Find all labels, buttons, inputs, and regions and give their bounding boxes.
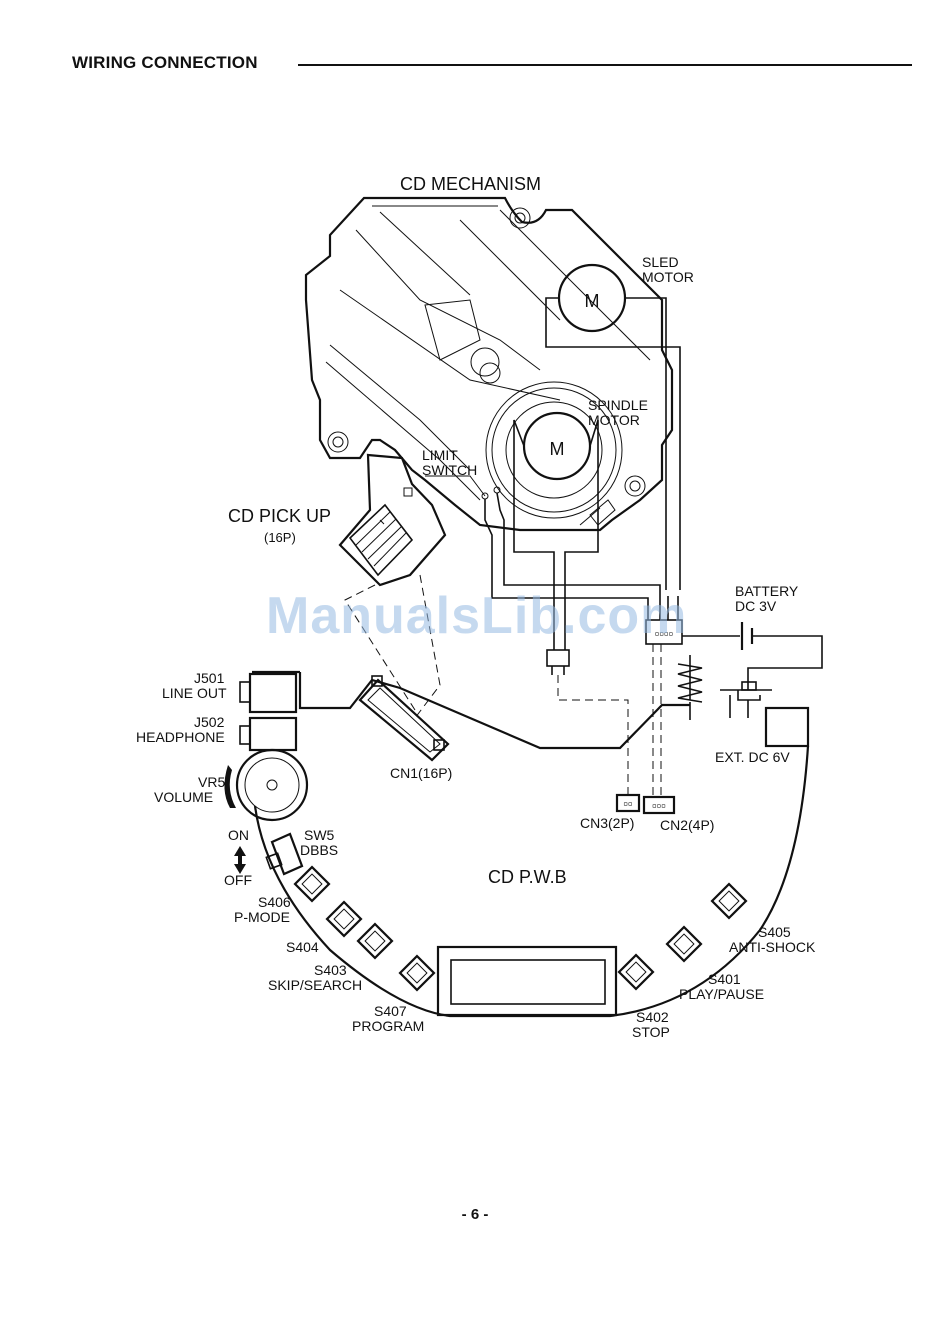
- cn2-plug: ▫▫▫▫: [645, 596, 683, 795]
- on-label: ON: [228, 827, 249, 843]
- vr5-volume-knob: [224, 748, 309, 822]
- s401-play-pause-button[interactable]: [665, 925, 703, 963]
- svg-text:▫▫▫: ▫▫▫: [652, 798, 666, 813]
- spindle-motor-symbol: M: [550, 439, 565, 459]
- cd-mechanism: [304, 196, 674, 532]
- sled-motor-label-1: SLED: [642, 254, 679, 270]
- limit-switch-label-1: LIMIT: [422, 447, 458, 463]
- spindle-motor-label-1: SPINDLE: [588, 397, 648, 413]
- s405-anti-shock-button[interactable]: [710, 882, 748, 920]
- cn3-label: CN3(2P): [580, 815, 634, 831]
- sled-motor-symbol: M: [585, 291, 600, 311]
- s404b-button[interactable]: [356, 922, 394, 960]
- cd-pick-up-label: CD PICK UP: [228, 506, 331, 526]
- cn1-label: CN1(16P): [390, 765, 452, 781]
- s401-label-2: PLAY/PAUSE: [679, 986, 764, 1002]
- cd-pick-up: [338, 453, 447, 719]
- ext-dc-jack: [764, 706, 810, 748]
- j502-jack: [239, 716, 298, 752]
- spindle-motor: M: [513, 411, 599, 650]
- sw5-dbbs-switch[interactable]: [265, 832, 304, 876]
- s405-label-2: ANTI-SHOCK: [729, 939, 816, 955]
- cn1-connector: [358, 675, 450, 762]
- s404-label: S404: [286, 939, 319, 955]
- s402-label-1: S402: [636, 1009, 669, 1025]
- s404-button[interactable]: [325, 900, 363, 938]
- cn3-socket: ▫▫: [615, 793, 641, 813]
- svg-text:▫▫▫▫: ▫▫▫▫: [655, 626, 673, 641]
- battery-circuit: [677, 622, 823, 720]
- cn2-socket: ▫▫▫: [642, 795, 676, 815]
- cn2-label: CN2(4P): [660, 817, 714, 833]
- j502-label-2: HEADPHONE: [136, 729, 225, 745]
- page-title: WIRING CONNECTION: [72, 53, 258, 72]
- on-off-arrow-icon: [234, 846, 246, 874]
- vr5-label-2: VOLUME: [154, 789, 213, 805]
- battery-label-2: DC 3V: [735, 598, 777, 614]
- header-rule: [298, 64, 912, 66]
- battery-label-1: BATTERY: [735, 583, 799, 599]
- j501-jack: [239, 672, 298, 714]
- s401-label-1: S401: [708, 971, 741, 987]
- s402-label-2: STOP: [632, 1024, 670, 1040]
- sw5-label-2: DBBS: [300, 842, 338, 858]
- sled-motor: M: [545, 263, 681, 590]
- svg-text:▫▫: ▫▫: [623, 796, 632, 811]
- ext-dc-label: EXT. DC 6V: [715, 749, 790, 765]
- cn3-plug: [546, 649, 629, 795]
- sw5-label-1: SW5: [304, 827, 335, 843]
- s406-pmode-button[interactable]: [293, 865, 331, 903]
- off-label: OFF: [224, 872, 252, 888]
- s407-label-2: PROGRAM: [352, 1018, 424, 1034]
- cd-pwb-label: CD P.W.B: [488, 867, 567, 887]
- j501-label-1: J501: [194, 670, 225, 686]
- s403-label-1: S403: [314, 962, 347, 978]
- cd-pick-up-pins-label: (16P): [264, 530, 296, 545]
- s406-label-1: S406: [258, 894, 291, 910]
- s403-label-2: SKIP/SEARCH: [268, 977, 362, 993]
- s405-label-1: S405: [758, 924, 791, 940]
- s403-skip-search-button[interactable]: [398, 954, 436, 992]
- s407-label-1: S407: [374, 1003, 407, 1019]
- limit-switch-label-2: SWITCH: [422, 462, 477, 478]
- limit-switch: [425, 475, 661, 620]
- j501-label-2: LINE OUT: [162, 685, 227, 701]
- spindle-motor-label-2: MOTOR: [588, 412, 640, 428]
- lcd-display: [436, 945, 618, 1017]
- page-number: - 6 -: [461, 1206, 489, 1223]
- j502-label-1: J502: [194, 714, 225, 730]
- s406-label-2: P-MODE: [234, 909, 290, 925]
- s402-stop-button[interactable]: [617, 953, 655, 991]
- cd-mechanism-label: CD MECHANISM: [400, 174, 541, 194]
- sled-motor-label-2: MOTOR: [642, 269, 694, 285]
- vr5-label-1: VR5: [198, 774, 225, 790]
